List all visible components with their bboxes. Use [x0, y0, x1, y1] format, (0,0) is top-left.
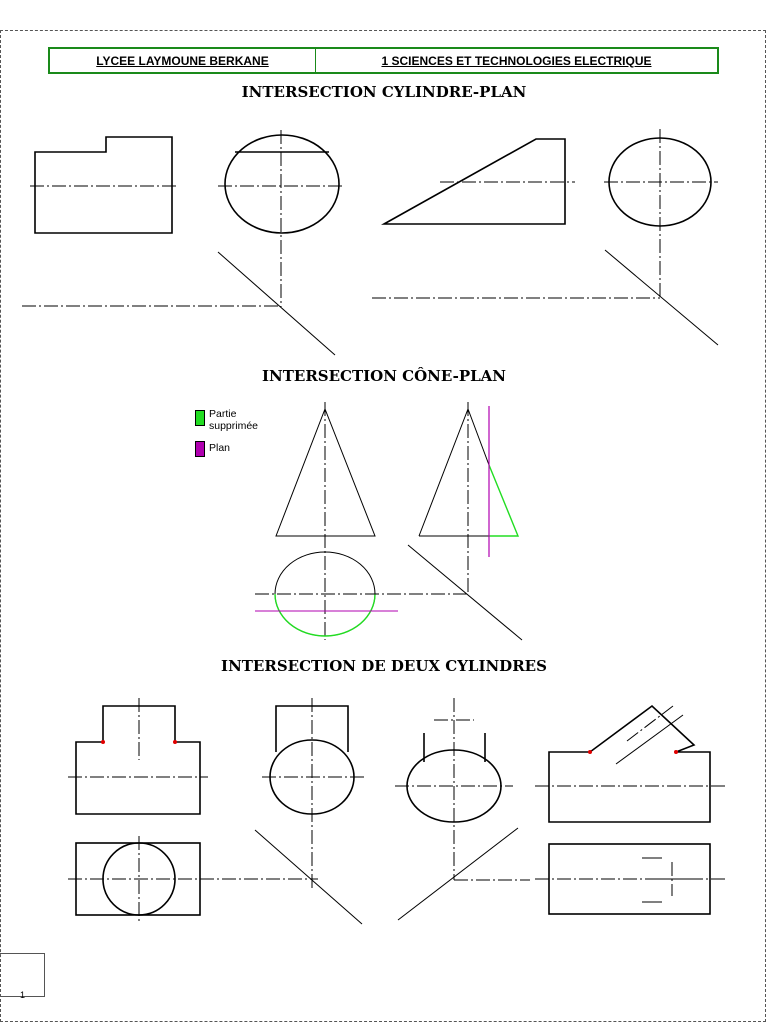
page-number: 1: [20, 990, 26, 1000]
class-name: 1 SCIENCES ET TECHNOLOGIES ELECTRIQUE: [381, 53, 652, 68]
plane-swatch: [195, 441, 205, 457]
title-two-cylinders: INTERSECTION DE DEUX CYLINDRES: [221, 657, 547, 675]
school-name: LYCEE LAYMOUNE BERKANE: [50, 49, 316, 72]
two-cylinders-drawing-2: [254, 698, 364, 925]
cylinder-plane-drawing-2: [372, 129, 719, 346]
header-table: LYCEE LAYMOUNE BERKANE 1 SCIENCES ET TEC…: [48, 47, 719, 74]
page-border: [0, 30, 766, 1022]
two-cylinders-drawing-3: [395, 698, 530, 921]
two-cylinders-drawing-1: [68, 698, 318, 922]
cone-plane-drawing-2: [407, 402, 523, 641]
cone-plane-drawing-1: [255, 402, 470, 640]
cylinder-plane-drawing-1: [22, 130, 345, 356]
two-cylinders-drawing-4: [535, 704, 725, 915]
corner-box: [0, 953, 45, 997]
removed-part-swatch: [195, 410, 205, 426]
title-cylinder-plane: INTERSECTION CYLINDRE-PLAN: [241, 83, 527, 101]
removed-part-label: Partie supprimée: [209, 408, 259, 432]
title-cone-plane: INTERSECTION CÔNE-PLAN: [262, 367, 506, 385]
plane-label: Plan: [209, 442, 231, 454]
